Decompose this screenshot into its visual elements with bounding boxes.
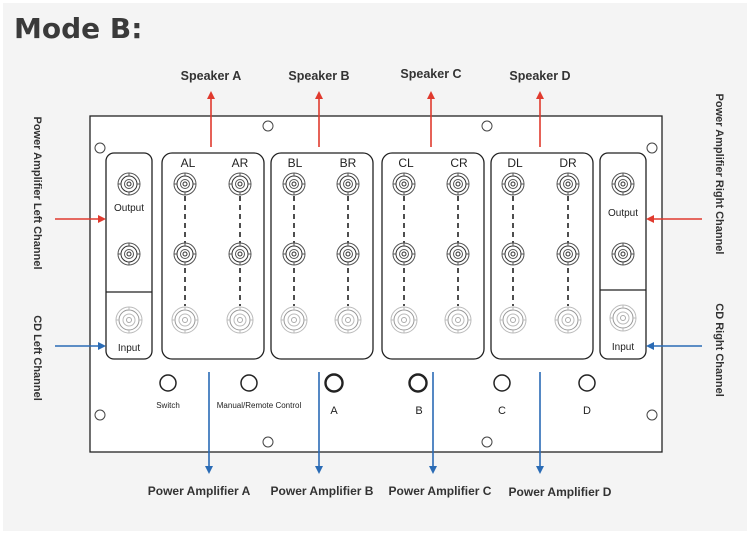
zone-b-button[interactable] [408, 373, 428, 393]
left-input-label: Input [118, 343, 140, 354]
rca-jack-icon [228, 242, 252, 266]
rca-jack-icon [336, 172, 360, 196]
speaker-labels: Speaker A Speaker B Speaker C Speaker D [181, 67, 571, 83]
channel-label: BR [340, 156, 357, 170]
rca-jack-icon [444, 306, 472, 334]
channel-label: CR [450, 156, 468, 170]
side-arrows [55, 215, 702, 350]
zone-box-c [381, 152, 485, 360]
rca-jack-icon [336, 242, 360, 266]
rca-jack-icon [501, 242, 525, 266]
mounting-screws [94, 120, 658, 448]
zone-c-button[interactable] [493, 374, 511, 392]
zone-a-button[interactable] [324, 373, 344, 393]
rca-jack-icon [501, 172, 525, 196]
channel-label: AL [181, 156, 196, 170]
channel-label: DR [559, 156, 577, 170]
right-cd-label: CD Right Channel [713, 303, 725, 397]
button-labels: Switch Manual/Remote Control A B C D [156, 401, 591, 417]
rca-jack-icon [611, 242, 635, 266]
rca-jack-icon [609, 304, 637, 332]
rca-jack-icon [173, 242, 197, 266]
rca-jack-icon [392, 242, 416, 266]
manual-label: Manual/Remote Control [217, 401, 302, 410]
right-io-box: Output Input [599, 152, 647, 360]
manual-remote-button[interactable] [240, 374, 258, 392]
zone-box-b [270, 152, 374, 360]
left-cd-label: CD Left Channel [31, 315, 43, 401]
rca-jack-icon [446, 242, 470, 266]
zone-label-b: B [415, 405, 422, 417]
channel-label: BL [288, 156, 303, 170]
channel-label: DL [507, 156, 523, 170]
zone-label-d: D [583, 405, 591, 417]
speaker-label: Speaker C [400, 67, 461, 81]
rca-jack-icon [280, 306, 308, 334]
screw-icon [481, 120, 493, 132]
zone-label-a: A [330, 405, 338, 417]
zone-boxes [161, 152, 594, 360]
screw-icon [94, 142, 106, 154]
amplifier-label: Power Amplifier A [148, 484, 251, 498]
front-buttons [159, 373, 596, 393]
zone-box-d [490, 152, 594, 360]
right-power-label: Power Amplifier Right Channel [713, 94, 725, 255]
channel-label: CL [398, 156, 414, 170]
jacks [115, 172, 637, 334]
zone-label-c: C [498, 405, 506, 417]
rca-jack-icon [226, 306, 254, 334]
rca-jack-icon [390, 306, 418, 334]
rca-jack-icon [115, 306, 143, 334]
right-output-label: Output [608, 208, 638, 219]
rca-jack-icon [499, 306, 527, 334]
rca-jack-icon [392, 172, 416, 196]
channel-label: AR [232, 156, 249, 170]
rca-jack-icon [228, 172, 252, 196]
side-labels: Power Amplifier Left Channel CD Left Cha… [31, 94, 725, 401]
screw-icon [646, 409, 658, 421]
amplifier-arrows [205, 372, 544, 474]
speaker-label: Speaker B [288, 69, 349, 83]
rca-jack-icon [171, 306, 199, 334]
speaker-label: Speaker D [509, 69, 570, 83]
amplifier-label: Power Amplifier B [271, 484, 374, 498]
switch-label: Switch [156, 401, 180, 410]
rca-jack-icon [611, 172, 635, 196]
amplifier-label: Power Amplifier C [389, 484, 492, 498]
back-panel [89, 115, 663, 453]
amplifier-labels: Power Amplifier A Power Amplifier B Powe… [148, 484, 612, 499]
right-input-label: Input [612, 342, 634, 353]
channel-labels: AL AR BL BR CL CR DL DR [181, 156, 577, 170]
rca-jack-icon [117, 242, 141, 266]
zone-d-button[interactable] [578, 374, 596, 392]
page-title: Mode B: [14, 12, 143, 45]
speaker-arrows [207, 91, 544, 147]
rca-jack-icon [282, 242, 306, 266]
rca-jack-icon [556, 242, 580, 266]
screw-icon [646, 142, 658, 154]
screw-icon [262, 120, 274, 132]
screw-icon [262, 436, 274, 448]
zone-box-a [161, 152, 265, 360]
left-io-box: Output Input [105, 152, 153, 360]
rca-jack-icon [556, 172, 580, 196]
screw-icon [94, 409, 106, 421]
speaker-label: Speaker A [181, 69, 242, 83]
amplifier-label: Power Amplifier D [509, 485, 612, 499]
rca-jack-icon [334, 306, 362, 334]
left-power-label: Power Amplifier Left Channel [31, 116, 43, 269]
rca-jack-icon [446, 172, 470, 196]
rca-jack-icon [117, 172, 141, 196]
switch-button[interactable] [159, 374, 177, 392]
left-output-label: Output [114, 203, 144, 214]
screw-icon [481, 436, 493, 448]
rca-jack-icon [554, 306, 582, 334]
rca-jack-icon [282, 172, 306, 196]
rca-jack-icon [173, 172, 197, 196]
